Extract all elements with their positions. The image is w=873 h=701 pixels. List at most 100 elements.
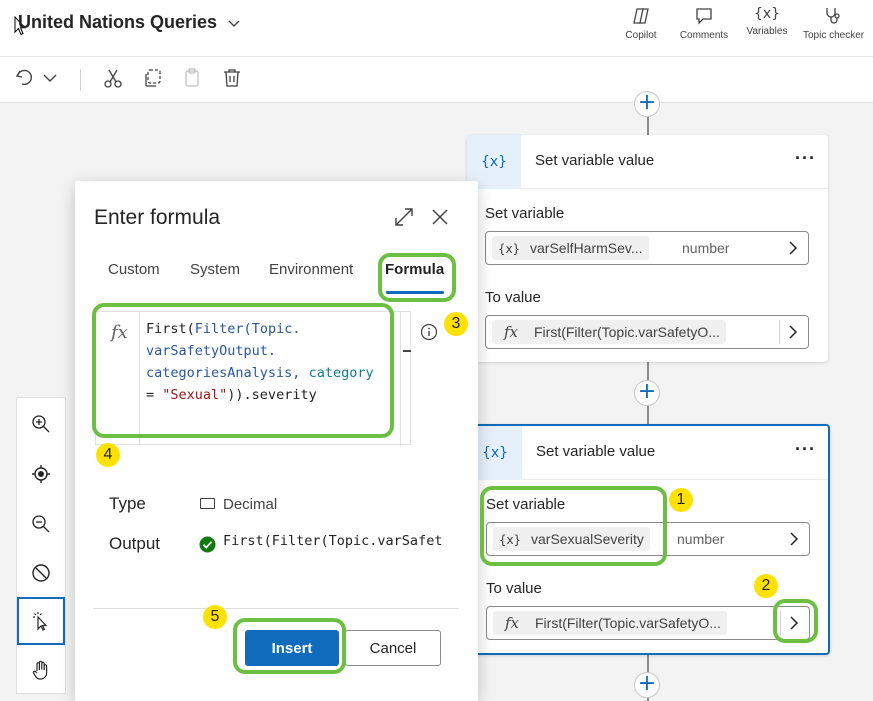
callout-badge-2: 2 <box>754 574 778 598</box>
cut-button[interactable] <box>102 67 126 91</box>
variables-button[interactable]: {x} Variables <box>737 4 797 48</box>
stethoscope-icon <box>826 8 840 24</box>
variable-name: varSelfHarmSev... <box>530 240 643 256</box>
copilot-button[interactable]: Copilot <box>611 4 671 48</box>
fit-to-screen-button[interactable] <box>17 450 65 498</box>
add-node-button[interactable]: + <box>634 380 660 406</box>
callout-badge-1: 1 <box>669 488 693 512</box>
undo-menu-button[interactable] <box>40 67 64 91</box>
tab-custom[interactable]: Custom <box>108 261 160 278</box>
tab-environment[interactable]: Environment <box>269 261 354 278</box>
chevron-down-icon[interactable] <box>226 15 242 31</box>
dialog-title: Enter formula <box>94 206 221 229</box>
tab-system[interactable]: System <box>190 261 241 278</box>
more-options-icon[interactable]: ··· <box>795 148 816 168</box>
copilot-label: Copilot <box>625 30 657 41</box>
callout-badge-4: 4 <box>96 443 120 467</box>
top-bar: United Nations Queries Copilot Comments … <box>0 0 873 57</box>
node-title: Set variable value <box>535 152 655 169</box>
select-tool-button[interactable] <box>17 597 65 645</box>
decimal-type-icon <box>200 498 215 509</box>
variable-type: number <box>677 531 725 547</box>
formula-code[interactable]: First(Filter(Topic. varSafetyOutput. cat… <box>146 318 398 406</box>
comments-button[interactable]: Comments <box>674 4 734 48</box>
comment-icon <box>696 8 712 25</box>
zoom-in-icon <box>32 415 50 433</box>
more-options-icon[interactable]: ··· <box>795 439 816 459</box>
variables-icon: {x} <box>753 6 781 22</box>
formula-editor[interactable]: fx First(Filter(Topic. varSafetyOutput. … <box>95 311 411 446</box>
code-token: First( <box>146 321 195 337</box>
expand-icon[interactable] <box>394 207 414 227</box>
to-value-label: To value <box>486 580 542 597</box>
add-node-button[interactable]: + <box>634 672 660 698</box>
callout-badge-3: 3 <box>444 312 468 336</box>
topic-checker-label: Topic checker <box>803 30 865 41</box>
undo-icon <box>15 69 33 86</box>
code-token: category <box>308 365 374 381</box>
code-token: = <box>146 387 163 403</box>
undo-button[interactable] <box>14 67 38 91</box>
type-value-text: Decimal <box>223 496 278 513</box>
chevron-right-icon[interactable] <box>787 615 801 631</box>
add-node-button[interactable]: + <box>634 91 660 117</box>
copy-button[interactable] <box>142 67 166 91</box>
mouse-cursor-icon <box>14 16 26 36</box>
chevron-right-icon[interactable] <box>786 324 800 340</box>
editing-toolbar <box>0 57 873 103</box>
comments-label: Comments <box>679 30 729 41</box>
code-token: categoriesAnalysis, <box>146 365 309 381</box>
zoom-out-button[interactable] <box>17 500 65 548</box>
topic-title[interactable]: United Nations Queries <box>18 12 218 32</box>
variable-name: varSexualSeverity <box>531 531 644 547</box>
paste-icon <box>185 68 199 87</box>
close-icon[interactable] <box>431 208 449 226</box>
dialog-divider <box>93 608 459 609</box>
select-pointer-icon <box>33 612 48 631</box>
formula-preview: First(Filter(Topic.varSafetyO... <box>535 615 721 631</box>
info-icon[interactable] <box>420 323 438 341</box>
toolbar-divider <box>80 69 81 91</box>
enter-formula-dialog: Enter formula Custom System Environment … <box>75 181 478 701</box>
variable-icon: {x} <box>497 242 521 256</box>
focus-icon <box>32 465 50 483</box>
formula-preview: First(Filter(Topic.varSafetyO... <box>534 324 720 340</box>
variable-icon: {x} <box>467 135 521 189</box>
code-token: )).severity <box>227 387 317 403</box>
node-header: {x} Set variable value ··· <box>468 426 828 480</box>
editor-scrollbar[interactable] <box>400 312 411 446</box>
set-variable-node[interactable]: {x} Set variable value ··· Set variable … <box>466 424 830 655</box>
chevron-down-icon <box>43 74 57 82</box>
node-title: Set variable value <box>536 443 656 460</box>
chevron-right-icon[interactable] <box>787 531 801 547</box>
active-tab-indicator <box>386 291 444 294</box>
variable-picker[interactable]: {x}varSexualSeverity number <box>486 522 810 556</box>
connector-line <box>647 103 649 135</box>
pan-tool-button[interactable] <box>17 646 65 694</box>
hand-icon <box>32 660 48 680</box>
tab-formula[interactable]: Formula <box>385 261 445 278</box>
variable-type: number <box>682 240 730 256</box>
zoom-in-button[interactable] <box>17 400 65 448</box>
canvas-tools-panel <box>16 397 66 694</box>
cut-icon <box>104 69 122 88</box>
cancel-button[interactable]: Cancel <box>345 630 441 666</box>
to-value-label: To value <box>485 289 541 306</box>
delete-button[interactable] <box>221 67 245 91</box>
variable-picker[interactable]: {x} varSelfHarmSev... number <box>485 231 809 265</box>
set-variable-node[interactable]: {x} Set variable value ··· Set variable … <box>467 135 828 362</box>
chevron-right-icon[interactable] <box>786 240 800 256</box>
delete-icon <box>224 69 240 87</box>
set-variable-label: Set variable <box>486 496 566 513</box>
fx-icon: fx <box>111 322 128 343</box>
insert-button[interactable]: Insert <box>245 630 339 666</box>
paste-button[interactable] <box>182 67 206 91</box>
minimap-toggle-button[interactable] <box>17 549 65 597</box>
code-token: Filter( <box>194 321 252 337</box>
topic-checker-button[interactable]: Topic checker <box>803 4 865 48</box>
variables-label: Variables <box>746 26 788 37</box>
zoom-out-icon <box>32 515 50 533</box>
